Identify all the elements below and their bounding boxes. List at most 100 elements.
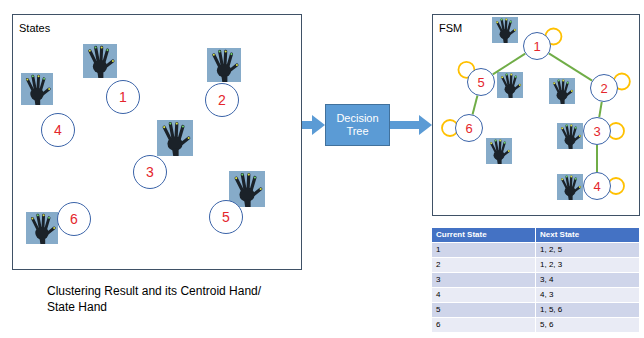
joint-dot — [241, 174, 243, 176]
joint-dot — [501, 76, 503, 78]
hand-palm — [167, 137, 182, 151]
image-ground — [486, 138, 512, 164]
hand-finger — [99, 47, 103, 60]
hand-finger — [504, 151, 509, 155]
state-number: 6 — [70, 212, 78, 226]
table-cell: 4 — [432, 288, 536, 303]
joint-dot — [31, 217, 33, 219]
table-cell: 3, 4 — [536, 273, 640, 288]
cell-text: 2 — [436, 258, 535, 272]
box-label: Decision Tree — [330, 112, 385, 138]
joint-dot — [553, 82, 555, 84]
hand-wrist — [568, 144, 573, 149]
table-header-cell: Current State — [432, 228, 536, 243]
table-cell: 3 — [432, 273, 536, 288]
panel-title: States — [19, 22, 50, 35]
joint-dot — [579, 186, 581, 188]
hand-finger — [575, 136, 580, 140]
fsm-state: 3 — [583, 117, 611, 145]
state-number: 1 — [533, 40, 540, 53]
table-cell: 1 — [432, 243, 536, 258]
hand-wrist — [508, 93, 513, 98]
joint-dot — [504, 142, 506, 144]
states-panel: States123456 — [12, 14, 302, 270]
hand-finger — [573, 128, 576, 137]
hand-finger — [170, 124, 173, 138]
hand-finger — [37, 76, 40, 88]
state-number: 2 — [218, 93, 226, 107]
cell-text: 6 — [436, 318, 535, 332]
hand-wrist — [221, 75, 227, 82]
hand-finger — [42, 215, 45, 227]
hand-finger — [220, 51, 222, 64]
panel-title: FSM — [439, 22, 462, 35]
joint-dot — [26, 78, 28, 80]
joint-dot — [510, 21, 512, 23]
joint-dot — [43, 214, 45, 216]
joint-dot — [570, 176, 572, 178]
joint-dot — [37, 214, 39, 216]
hand-finger — [502, 77, 506, 85]
hand-finger — [179, 127, 183, 139]
joint-dot — [182, 125, 184, 127]
flow-arrow — [390, 121, 419, 129]
joint-dot — [48, 88, 50, 90]
cell-text: 1, 5, 6 — [540, 303, 639, 317]
hand-wrist — [244, 200, 251, 207]
hand-finger — [497, 22, 501, 30]
hand-image — [492, 17, 518, 43]
joint-dot — [508, 150, 510, 152]
joint-dot — [561, 178, 563, 180]
image-ground — [207, 48, 241, 82]
hand-finger — [570, 126, 573, 136]
hand-finger — [562, 81, 565, 91]
hand-finger — [575, 187, 580, 191]
joint-dot — [495, 140, 497, 142]
joint-dot — [499, 140, 501, 142]
hand-finger — [491, 143, 495, 151]
hand-finger — [562, 128, 566, 136]
state-number: 5 — [477, 76, 484, 89]
image-ground — [157, 120, 193, 156]
joint-dot — [176, 123, 178, 125]
joint-dot — [248, 174, 250, 176]
hand-finger — [570, 177, 573, 187]
transition-line — [596, 145, 598, 172]
transition-line — [549, 53, 592, 80]
hand-finger — [515, 85, 520, 89]
hand-image — [21, 73, 53, 105]
hand-finger — [104, 50, 107, 62]
cell-text: 4, 3 — [540, 288, 639, 302]
hand-finger — [565, 83, 568, 92]
state-circle: 4 — [41, 113, 75, 147]
hand-image — [549, 78, 575, 104]
fsm-state: 5 — [467, 68, 495, 96]
cell-text: Next State — [540, 228, 639, 242]
joint-dot — [510, 74, 512, 76]
hand-wrist — [568, 195, 573, 200]
joint-dot — [505, 19, 507, 21]
fsm-state: 1 — [523, 32, 551, 60]
joint-dot — [567, 82, 569, 84]
image-ground — [497, 72, 523, 98]
joint-dot — [515, 76, 517, 78]
state-circle: 3 — [133, 155, 167, 189]
cell-text: Current State — [436, 228, 535, 242]
joint-dot — [53, 227, 55, 229]
joint-dot — [32, 75, 34, 77]
cell-text: 5, 6 — [540, 318, 639, 332]
hand-finger — [90, 51, 95, 62]
hand-finger — [106, 61, 113, 66]
flow-arrow — [302, 121, 312, 129]
cell-text: 4 — [436, 288, 535, 302]
hand-finger — [510, 75, 513, 85]
state-number: 3 — [146, 165, 154, 179]
table-cell: 4, 3 — [536, 288, 640, 303]
state-number: 5 — [222, 210, 230, 224]
image-ground — [557, 174, 583, 200]
hand-wrist — [39, 238, 45, 244]
hand-image — [557, 123, 583, 149]
hand-wrist — [34, 99, 40, 105]
state-number: 4 — [593, 180, 600, 193]
joint-dot — [579, 135, 581, 137]
